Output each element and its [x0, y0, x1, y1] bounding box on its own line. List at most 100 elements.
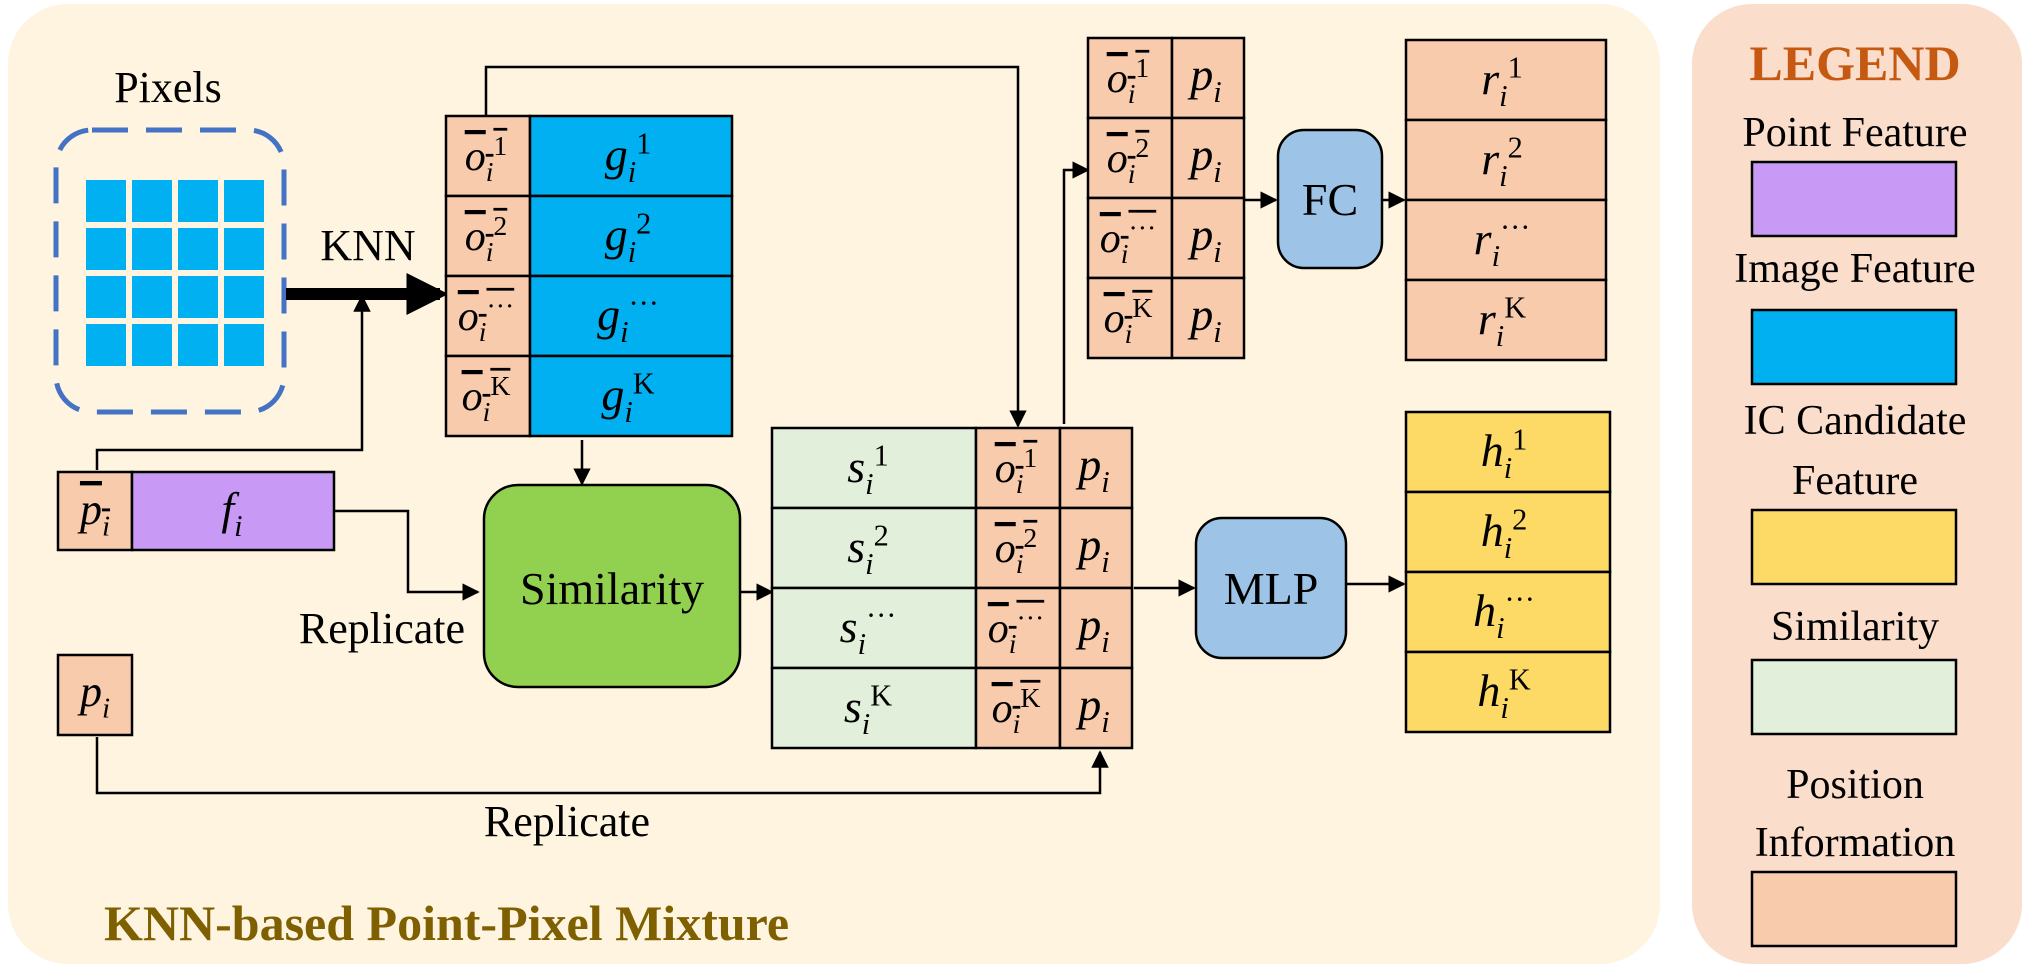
o-bar-label: oi2 — [1107, 132, 1150, 189]
legend-label: Point Feature — [1742, 110, 1967, 156]
pixel-cell — [224, 228, 264, 270]
connector-stack-to-top-stack — [1062, 161, 1090, 424]
mlp-block — [1194, 516, 1348, 660]
r-cell — [1404, 118, 1608, 202]
legend-swatch — [1750, 160, 1958, 238]
p-label-top: pi — [1187, 129, 1221, 189]
p-label-mid: pi — [1075, 599, 1109, 659]
pixel-cell — [178, 180, 218, 222]
s-label: si1 — [847, 438, 889, 501]
h-label: hi2 — [1481, 502, 1528, 565]
p-label-mid: pi — [1075, 439, 1109, 499]
o-bar-label: oi··· — [988, 602, 1044, 659]
pixel-cell — [86, 180, 126, 222]
g-cell — [528, 194, 734, 278]
legend-swatch — [1750, 658, 1958, 736]
pixel-cell — [224, 180, 264, 222]
p-cell-top — [1170, 36, 1246, 120]
p-label: pi — [77, 667, 110, 724]
h-label: hiK — [1477, 662, 1530, 725]
r-label: riK — [1478, 290, 1526, 353]
g-cell — [528, 114, 734, 198]
r-cell — [1404, 38, 1608, 122]
pixel-grid — [86, 180, 264, 366]
panel-title: KNN-based Point-Pixel Mixture — [104, 895, 789, 951]
pixel-cell — [132, 180, 172, 222]
pixels-label: Pixels — [114, 63, 222, 112]
g-cell — [528, 354, 734, 438]
o-bar-label: oi1 — [995, 442, 1038, 499]
h-cell — [1404, 570, 1612, 654]
pixel-cell — [178, 324, 218, 366]
o-bar-label: oi··· — [458, 290, 514, 347]
h-cell — [1404, 490, 1612, 574]
p-bar-text: pi — [77, 485, 110, 542]
p-bar-cell — [56, 470, 134, 552]
h-label: hi1 — [1481, 422, 1528, 485]
connector-p-to-stack — [95, 737, 1109, 795]
h-cell — [1404, 650, 1612, 734]
legend-swatch — [1750, 870, 1958, 948]
o-bar-cell — [974, 666, 1062, 750]
pixel-cell — [178, 276, 218, 318]
o-bar-label: oiK — [1104, 292, 1153, 349]
connector-pbar-to-knn — [95, 294, 371, 470]
similarity-block-label: Similarity — [520, 563, 704, 614]
p-label-top: pi — [1187, 209, 1221, 269]
g-label: gi··· — [597, 286, 659, 349]
h-cell — [1404, 410, 1612, 494]
connector-f-to-similarity — [334, 509, 480, 601]
pixels-grid-border — [53, 127, 287, 415]
p-cell — [56, 653, 134, 737]
p-label-top: pi — [1187, 289, 1221, 349]
o-bar-label: oiK — [992, 682, 1041, 739]
pixel-cell — [132, 228, 172, 270]
mlp-block-label: MLP — [1224, 563, 1319, 614]
pixel-cell — [178, 228, 218, 270]
s-cell — [770, 666, 978, 750]
s-label: siK — [844, 678, 892, 741]
legend-swatch — [1750, 508, 1958, 586]
pixel-cell — [132, 276, 172, 318]
fc-block-label: FC — [1302, 174, 1358, 225]
legend-label: Position — [1786, 762, 1924, 808]
o-bar-cell — [1086, 276, 1174, 360]
p-label-top: pi — [1187, 49, 1221, 109]
s-label: si··· — [840, 598, 897, 661]
o-bar-label: oi2 — [465, 210, 508, 267]
pixel-cell — [86, 276, 126, 318]
r-cell — [1404, 198, 1608, 282]
p-cell-top — [1170, 196, 1246, 280]
replicate-bottom-label: Replicate — [484, 797, 650, 846]
r-label: ri1 — [1481, 50, 1523, 113]
legend-label: Image Feature — [1734, 246, 1975, 292]
o-bar-cell — [444, 354, 532, 438]
legend-label: Information — [1755, 820, 1956, 866]
pixel-cell — [224, 324, 264, 366]
o-bar-cell — [444, 114, 532, 198]
o-bar-label: oi1 — [1107, 52, 1150, 109]
legend-title: LEGEND — [1749, 35, 1960, 91]
p-text: pi — [77, 667, 110, 724]
p-cell-mid — [1058, 666, 1134, 750]
o-bar-label: oi2 — [995, 522, 1038, 579]
pixel-cell — [224, 276, 264, 318]
p-cell-mid — [1058, 586, 1134, 670]
g-label: giK — [601, 366, 654, 429]
pixel-cell — [86, 228, 126, 270]
pixel-cell — [86, 324, 126, 366]
s-label: si2 — [847, 518, 889, 581]
g-label: gi2 — [605, 206, 652, 269]
connector-stack-to-position-column — [484, 65, 1027, 428]
legend-label: Similarity — [1771, 604, 1939, 650]
p-label-mid: pi — [1075, 519, 1109, 579]
p-cell-top — [1170, 276, 1246, 360]
legend-label: IC Candidate — [1744, 398, 1967, 444]
